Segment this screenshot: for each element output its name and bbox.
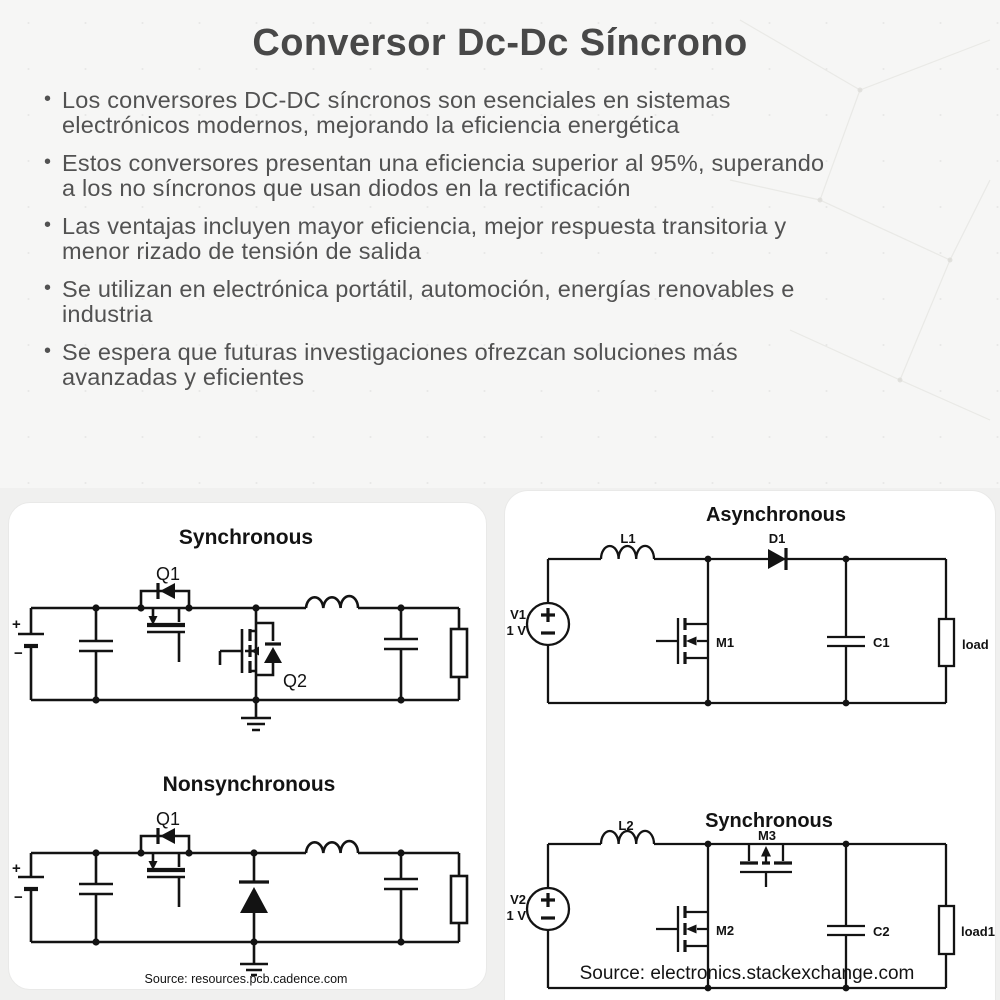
battery-icon: + − — [12, 853, 44, 942]
battery-icon: + − — [12, 608, 44, 700]
bullet-item: • Los conversores DC-DC síncronos son ese… — [38, 88, 968, 138]
bullet-list: • Los conversores DC-DC síncronos son ese… — [38, 88, 968, 403]
input-capacitor-icon — [79, 608, 113, 700]
bullet-item: • Estos conversores presentan una eficien… — [38, 151, 968, 201]
v1-value-label: 1 V — [506, 623, 526, 638]
m3-label: M3 — [758, 828, 776, 843]
output-capacitor-icon — [384, 608, 418, 700]
bullet-item: • Se espera que futuras investigaciones o… — [38, 340, 968, 390]
l1-label: L1 — [620, 531, 635, 546]
nonsynchronous-buck-circuit: Nonsynchronous Q1 + − — [12, 773, 469, 986]
bullet-text: Estos conversores presentan una eficienc… — [62, 150, 825, 201]
plus-icon — [541, 608, 555, 622]
v2-value-label: 1 V — [506, 908, 526, 923]
junction-dots — [704, 555, 850, 707]
load-resistor-icon — [937, 559, 956, 703]
wire — [548, 842, 946, 990]
plus-label: + — [12, 616, 21, 633]
m2-label: M2 — [716, 923, 734, 938]
q2-label: Q2 — [283, 671, 307, 691]
diode-d1-icon — [768, 548, 788, 570]
left-schematics-image: Synchronous Q1 + − Q2 — [12, 526, 469, 986]
load1-label: load1 — [961, 924, 995, 939]
inductor-icon — [304, 839, 360, 854]
nonsynchronous-title: Nonsynchronous — [163, 773, 336, 796]
load1-resistor-icon — [937, 844, 956, 988]
junction-dots — [704, 840, 850, 992]
load-label: load — [962, 637, 989, 652]
inductor-l2-icon — [599, 829, 656, 845]
voltage-source-v1-icon: V1 1 V — [506, 559, 571, 703]
mosfet-q1-icon — [141, 583, 189, 662]
plus-label: + — [12, 860, 21, 877]
load-resistor-icon — [449, 853, 469, 942]
synchronous-title: Synchronous — [705, 810, 833, 832]
right-schematic-card: Asynchronous L1 V1 1 V M1 D1 C1 — [504, 490, 996, 1000]
mosfet-m3-icon — [740, 844, 792, 887]
left-schematic-card: Synchronous Q1 + − Q2 — [8, 502, 487, 990]
bullet-marker: • — [44, 277, 52, 299]
bullet-text: Los conversores DC-DC síncronos son esen… — [62, 87, 731, 138]
inductor-icon — [304, 594, 360, 609]
bullet-marker: • — [44, 88, 52, 110]
bullet-marker: • — [44, 340, 52, 362]
mosfet-q1-icon — [141, 828, 189, 907]
bullet-text: Se utilizan en electrónica portátil, aut… — [62, 276, 795, 327]
synchronous-title: Synchronous — [179, 526, 313, 549]
synchronous-buck-circuit: Synchronous Q1 + − Q2 — [12, 526, 469, 732]
asynchronous-title: Asynchronous — [706, 504, 846, 526]
capacitor-c2-icon — [827, 844, 865, 988]
minus-label: − — [14, 645, 23, 662]
asynchronous-boost-circuit: Asynchronous L1 V1 1 V M1 D1 C1 — [506, 504, 989, 707]
left-source-credit: Source: resources.pcb.cadence.com — [145, 972, 348, 986]
input-capacitor-icon — [79, 853, 113, 942]
c2-label: C2 — [873, 924, 890, 939]
l2-label: L2 — [618, 818, 633, 833]
capacitor-c1-icon — [827, 559, 865, 703]
v1-label: V1 — [510, 607, 526, 622]
wire — [548, 557, 946, 705]
ground-icon — [241, 700, 271, 732]
mosfet-q2-icon — [218, 608, 282, 700]
bullet-item: • Las ventajas incluyen mayor eficiencia,… — [38, 214, 968, 264]
junction-dots — [92, 849, 405, 946]
c1-label: C1 — [873, 635, 890, 650]
q1-label: Q1 — [156, 809, 180, 829]
diode-icon — [239, 853, 269, 942]
plus-icon — [541, 893, 555, 907]
q1-label: Q1 — [156, 564, 180, 584]
synchronous-boost-circuit: Synchronous M3 L2 V2 1 V M2 C2 — [506, 810, 995, 992]
wire — [31, 606, 459, 702]
voltage-source-v2-icon: V2 1 V — [506, 844, 571, 988]
minus-label: − — [14, 889, 23, 906]
bullet-marker: • — [44, 214, 52, 236]
right-schematics-image: Asynchronous L1 V1 1 V M1 D1 C1 — [506, 504, 995, 992]
mosfet-m1-icon — [654, 616, 710, 666]
load-resistor-icon — [449, 608, 469, 700]
page-title: Conversor Dc-Dc Síncrono — [252, 22, 748, 64]
d1-label: D1 — [769, 531, 786, 546]
mosfet-m2-icon — [654, 904, 710, 954]
bullet-item: • Se utilizan en electrónica portátil, au… — [38, 277, 968, 327]
wire — [31, 851, 459, 944]
bullet-marker: • — [44, 151, 52, 173]
inductor-l1-icon — [599, 544, 656, 560]
v2-label: V2 — [510, 892, 526, 907]
ground-icon — [240, 942, 268, 977]
m1-label: M1 — [716, 635, 734, 650]
bullet-text: Se espera que futuras investigaciones of… — [62, 339, 738, 390]
bullet-text: Las ventajas incluyen mayor eficiencia, … — [62, 213, 787, 264]
output-capacitor-icon — [384, 853, 418, 942]
right-source-credit: Source: electronics.stackexchange.com — [580, 963, 915, 984]
junction-dots — [92, 604, 405, 704]
